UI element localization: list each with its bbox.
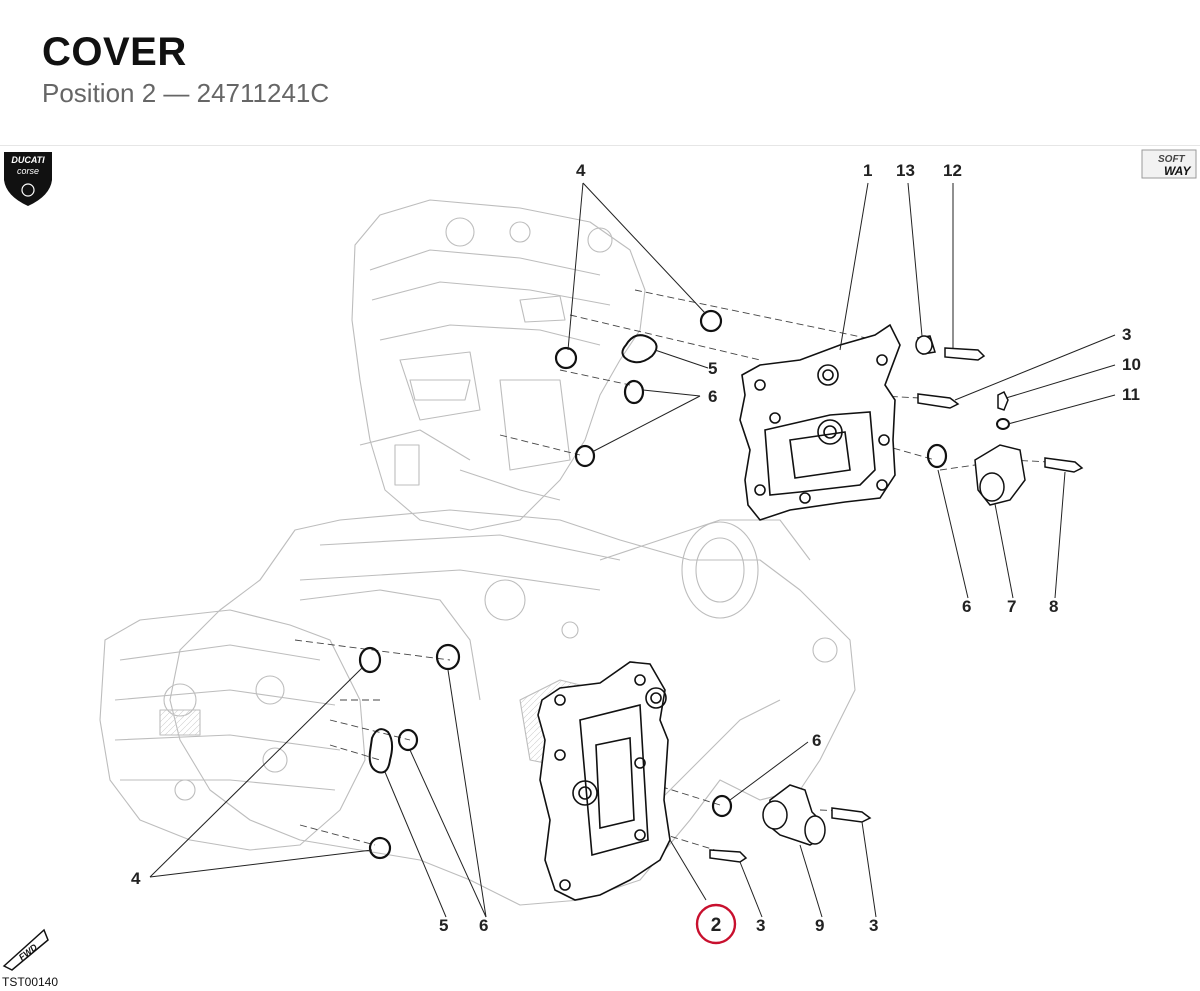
exploded-parts-diagram: 4 1 13 12 3 10 11 5 6 6 7 8 6 4 5 6 2 3 … xyxy=(0,145,1200,991)
callout-12: 12 xyxy=(943,161,962,180)
callout-labels: 4 1 13 12 3 10 11 5 6 6 7 8 6 4 5 6 2 3 … xyxy=(131,161,1141,945)
callout-2-highlighted: 2 xyxy=(711,915,722,936)
callout-3-bottom-left: 3 xyxy=(756,916,765,935)
callout-5-top: 5 xyxy=(708,359,717,378)
callout-6-mid: 6 xyxy=(812,731,821,750)
callout-1: 1 xyxy=(863,161,872,180)
page-subtitle: Position 2 — 24711241C xyxy=(42,78,330,108)
callout-6-top: 6 xyxy=(708,387,717,406)
callout-13: 13 xyxy=(896,161,915,180)
callout-4-bottom: 4 xyxy=(131,869,141,888)
callout-6-right: 6 xyxy=(962,597,971,616)
logo-brand-top: DUCATI xyxy=(11,155,45,165)
diagram-code: TST00140 xyxy=(2,975,58,989)
page-header: COVER Position 2 — 24711241C xyxy=(0,0,1200,146)
callout-6-bottom: 6 xyxy=(479,916,488,935)
callout-7: 7 xyxy=(1007,597,1016,616)
page-title: COVER xyxy=(42,30,187,74)
engine-outline xyxy=(99,199,856,906)
callout-5-bottom: 5 xyxy=(439,916,448,935)
callout-10: 10 xyxy=(1122,355,1141,374)
logo-brand-bottom: corse xyxy=(17,166,39,176)
callout-3-top: 3 xyxy=(1122,325,1131,344)
small-parts xyxy=(358,309,1084,863)
alignment-lines xyxy=(294,289,1051,851)
callout-9: 9 xyxy=(815,916,824,935)
callout-8: 8 xyxy=(1049,597,1058,616)
soft-way-bottom: WAY xyxy=(1164,164,1191,178)
lower-cover-part xyxy=(537,661,671,901)
highlight-circle xyxy=(695,903,737,945)
callout-4-top: 4 xyxy=(576,161,586,180)
soft-way-logo: SOFT WAY xyxy=(1141,149,1197,179)
ducati-corse-logo: DUCATI corse xyxy=(4,152,52,206)
callout-11: 11 xyxy=(1122,385,1140,404)
leader-lines xyxy=(149,182,1116,918)
fwd-arrow-icon: FWD xyxy=(2,928,49,971)
callout-3-bottom-right: 3 xyxy=(869,916,878,935)
upper-cover-part xyxy=(739,323,901,521)
soft-way-top: SOFT xyxy=(1158,154,1186,165)
